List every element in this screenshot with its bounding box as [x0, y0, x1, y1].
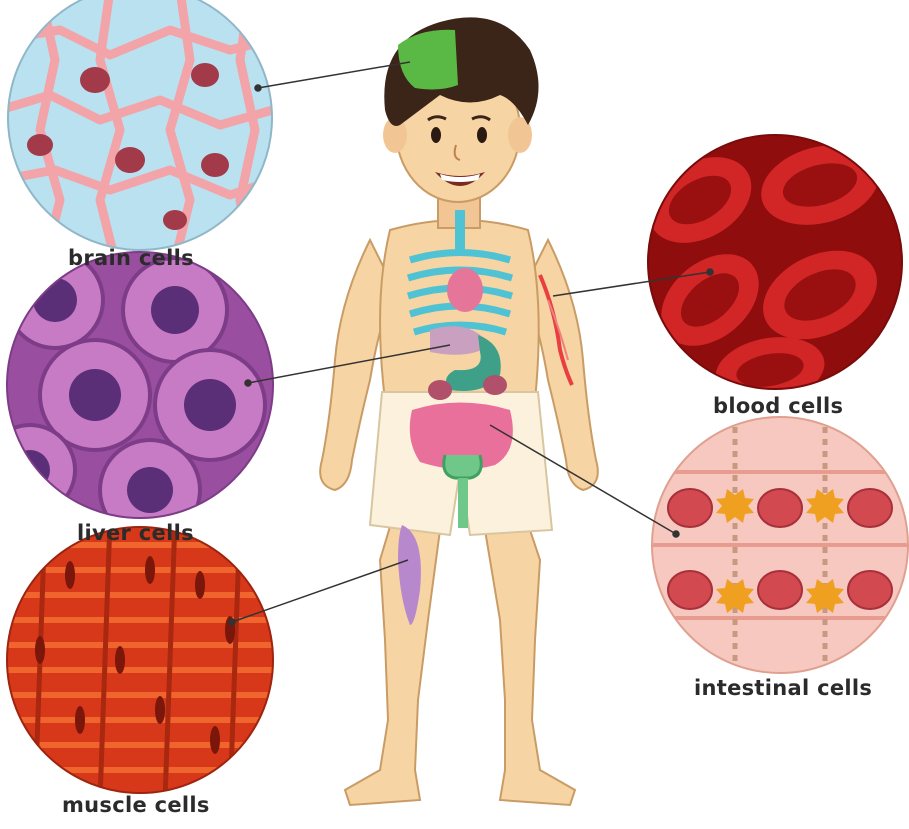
blood-cells-label: blood cells	[713, 394, 843, 418]
trachea-icon	[455, 210, 465, 250]
liver-cells-label: liver cells	[77, 521, 194, 545]
boy-figure	[320, 17, 598, 805]
bladder-icon	[458, 478, 468, 528]
blood-cells-circle	[633, 130, 909, 411]
intestinal-cells-label: intestinal cells	[694, 676, 872, 700]
muscle-cells-circle	[0, 520, 290, 800]
heart-icon	[447, 268, 483, 312]
muscle-cells-label: muscle cells	[62, 793, 210, 817]
brain-cells-label: brain cells	[68, 246, 194, 270]
